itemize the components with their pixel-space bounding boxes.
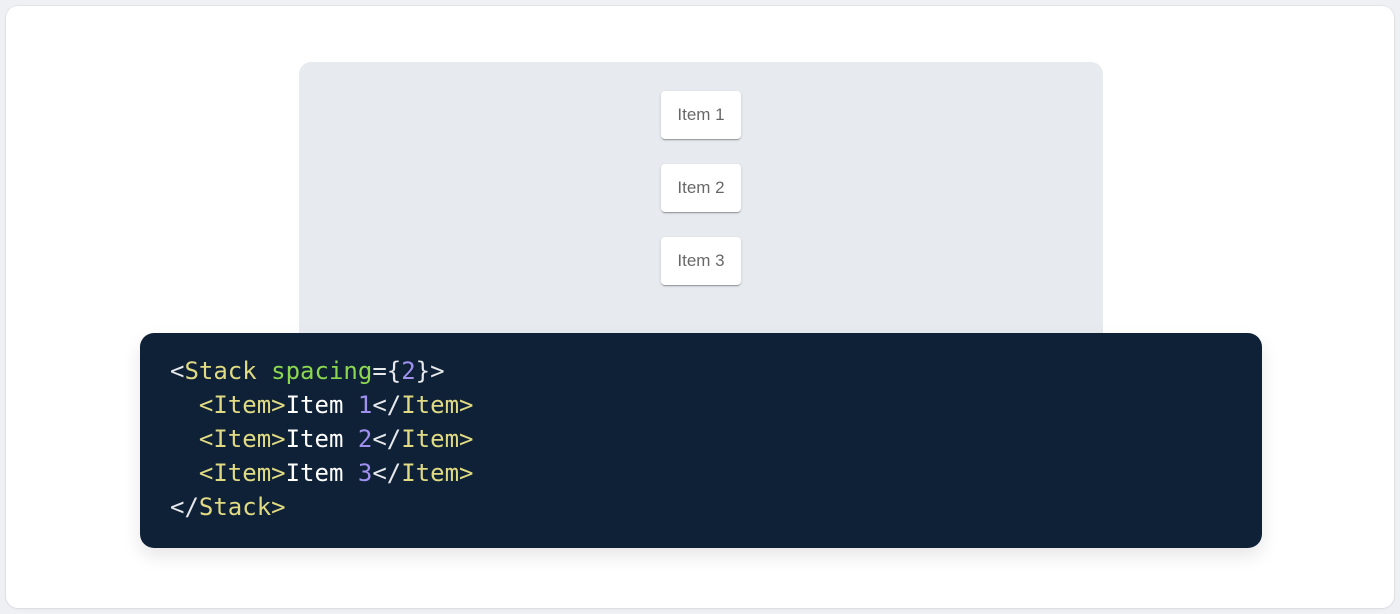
code-token xyxy=(170,391,199,419)
item-label: Item 2 xyxy=(677,178,725,197)
code-line: <Item>Item 1</Item> xyxy=(170,388,1232,422)
code-line: </Stack> xyxy=(170,490,1232,524)
code-line: <Item>Item 3</Item> xyxy=(170,456,1232,490)
code-token: <Item> xyxy=(198,459,286,487)
code-token: 2 xyxy=(357,425,373,453)
code-token: <Item> xyxy=(198,391,286,419)
code-token: </ xyxy=(372,459,402,487)
code-token: <Item> xyxy=(198,425,286,453)
code-token xyxy=(170,425,199,453)
stack-container: Item 1 Item 2 Item 3 xyxy=(299,91,1103,285)
item-card: Item 3 xyxy=(661,237,741,285)
code-token: Item xyxy=(285,391,358,419)
code-token: Item> xyxy=(401,425,474,453)
item-card: Item 2 xyxy=(661,164,741,212)
code-token: 3 xyxy=(357,459,373,487)
code-token xyxy=(170,459,199,487)
code-token: </ xyxy=(170,493,199,521)
code-token xyxy=(257,357,271,385)
page-surface: Item 1 Item 2 Item 3 <Stack spacing={2}>… xyxy=(6,6,1394,608)
stack-demo-panel: Item 1 Item 2 Item 3 xyxy=(299,62,1103,358)
code-token: }> xyxy=(415,357,445,385)
code-token: Stack> xyxy=(198,493,286,521)
code-token: </ xyxy=(372,425,402,453)
code-token: </ xyxy=(372,391,402,419)
code-token: Item xyxy=(285,425,358,453)
code-token: ={ xyxy=(372,357,402,385)
item-label: Item 3 xyxy=(677,251,725,270)
code-line: <Item>Item 2</Item> xyxy=(170,422,1232,456)
code-token: Item xyxy=(285,459,358,487)
code-token: Stack xyxy=(184,357,257,385)
item-card: Item 1 xyxy=(661,91,741,139)
code-token: Item> xyxy=(401,459,474,487)
code-token: spacing xyxy=(271,357,373,385)
code-token: < xyxy=(170,357,185,385)
code-token: Item> xyxy=(401,391,474,419)
code-token: 2 xyxy=(401,357,416,385)
code-block: <Stack spacing={2}> <Item>Item 1</Item> … xyxy=(140,333,1262,548)
code-text: <Stack spacing={2}> <Item>Item 1</Item> … xyxy=(140,333,1262,548)
item-label: Item 1 xyxy=(677,105,725,124)
code-token: 1 xyxy=(357,391,373,419)
code-line: <Stack spacing={2}> xyxy=(170,354,1232,388)
